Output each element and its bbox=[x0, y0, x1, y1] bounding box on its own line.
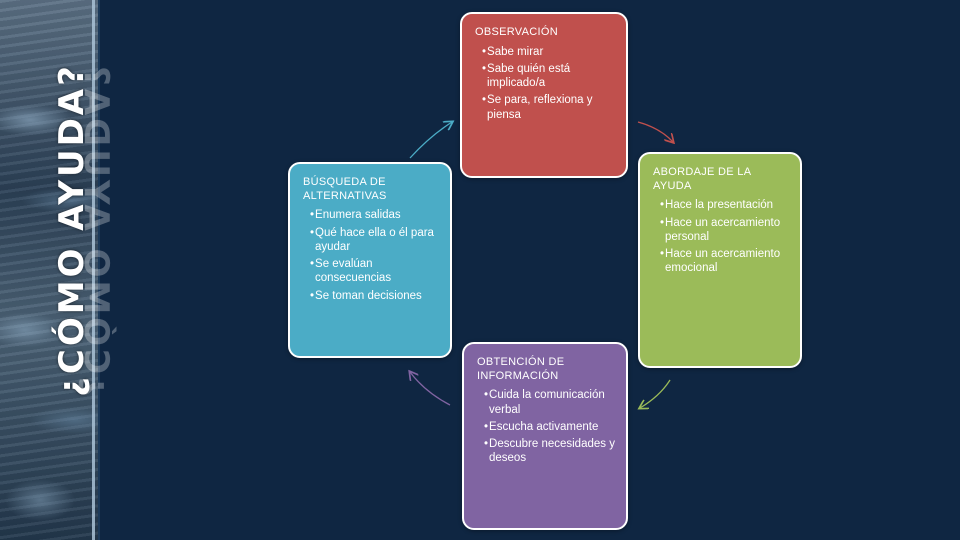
step-observacion: OBSERVACIÓN Sabe mirar Sabe quién está i… bbox=[460, 12, 628, 178]
arrow-observacion-to-abordaje bbox=[637, 121, 673, 142]
bullet-item: Se toman decisiones bbox=[310, 289, 440, 303]
panel-divider bbox=[92, 0, 95, 540]
bullet-item: Enumera salidas bbox=[310, 208, 440, 222]
bullet-item: Escucha activamente bbox=[484, 420, 616, 434]
bullet-item: Sabe quién está implicado/a bbox=[482, 62, 616, 91]
bullet-item: Sabe mirar bbox=[482, 45, 616, 59]
bullet-item: Descubre necesidades y deseos bbox=[484, 437, 616, 466]
step-heading: BÚSQUEDA DE ALTERNATIVAS bbox=[303, 176, 387, 202]
arrow-busqueda-to-observacion bbox=[409, 122, 452, 159]
step-bullets: Hace la presentación Hace un acercamient… bbox=[653, 198, 790, 275]
bullet-item: Cuida la comunicación verbal bbox=[484, 388, 616, 417]
step-bullets: Sabe mirar Sabe quién está implicado/a S… bbox=[475, 45, 616, 122]
step-heading: OBSERVACIÓN bbox=[475, 26, 558, 38]
step-busqueda: BÚSQUEDA DE ALTERNATIVAS Enumera salidas… bbox=[288, 162, 452, 358]
panel-divider-dark bbox=[98, 0, 100, 540]
step-heading: ABORDAJE DE LA AYUDA bbox=[653, 166, 751, 192]
step-bullets: Cuida la comunicación verbal Escucha act… bbox=[477, 388, 616, 465]
bullet-item: Hace un acercamiento emocional bbox=[660, 247, 790, 276]
arrow-obtencion-to-busqueda bbox=[410, 372, 451, 406]
bullet-item: Qué hace ella o él para ayudar bbox=[310, 226, 440, 255]
step-obtencion: OBTENCIÓN DE INFORMACIÓN Cuida la comuni… bbox=[462, 342, 628, 530]
step-bullets: Enumera salidas Qué hace ella o él para … bbox=[303, 208, 440, 303]
bullet-item: Se para, reflexiona y piensa bbox=[482, 93, 616, 122]
arrow-abordaje-to-obtencion bbox=[640, 379, 671, 408]
water-texture-panel bbox=[0, 0, 100, 540]
bullet-item: Hace un acercamiento personal bbox=[660, 216, 790, 245]
step-heading: OBTENCIÓN DE INFORMACIÓN bbox=[477, 356, 565, 382]
step-abordaje: ABORDAJE DE LA AYUDA Hace la presentació… bbox=[638, 152, 802, 368]
bullet-item: Se evalúan consecuencias bbox=[310, 257, 440, 286]
bullet-item: Hace la presentación bbox=[660, 198, 790, 212]
